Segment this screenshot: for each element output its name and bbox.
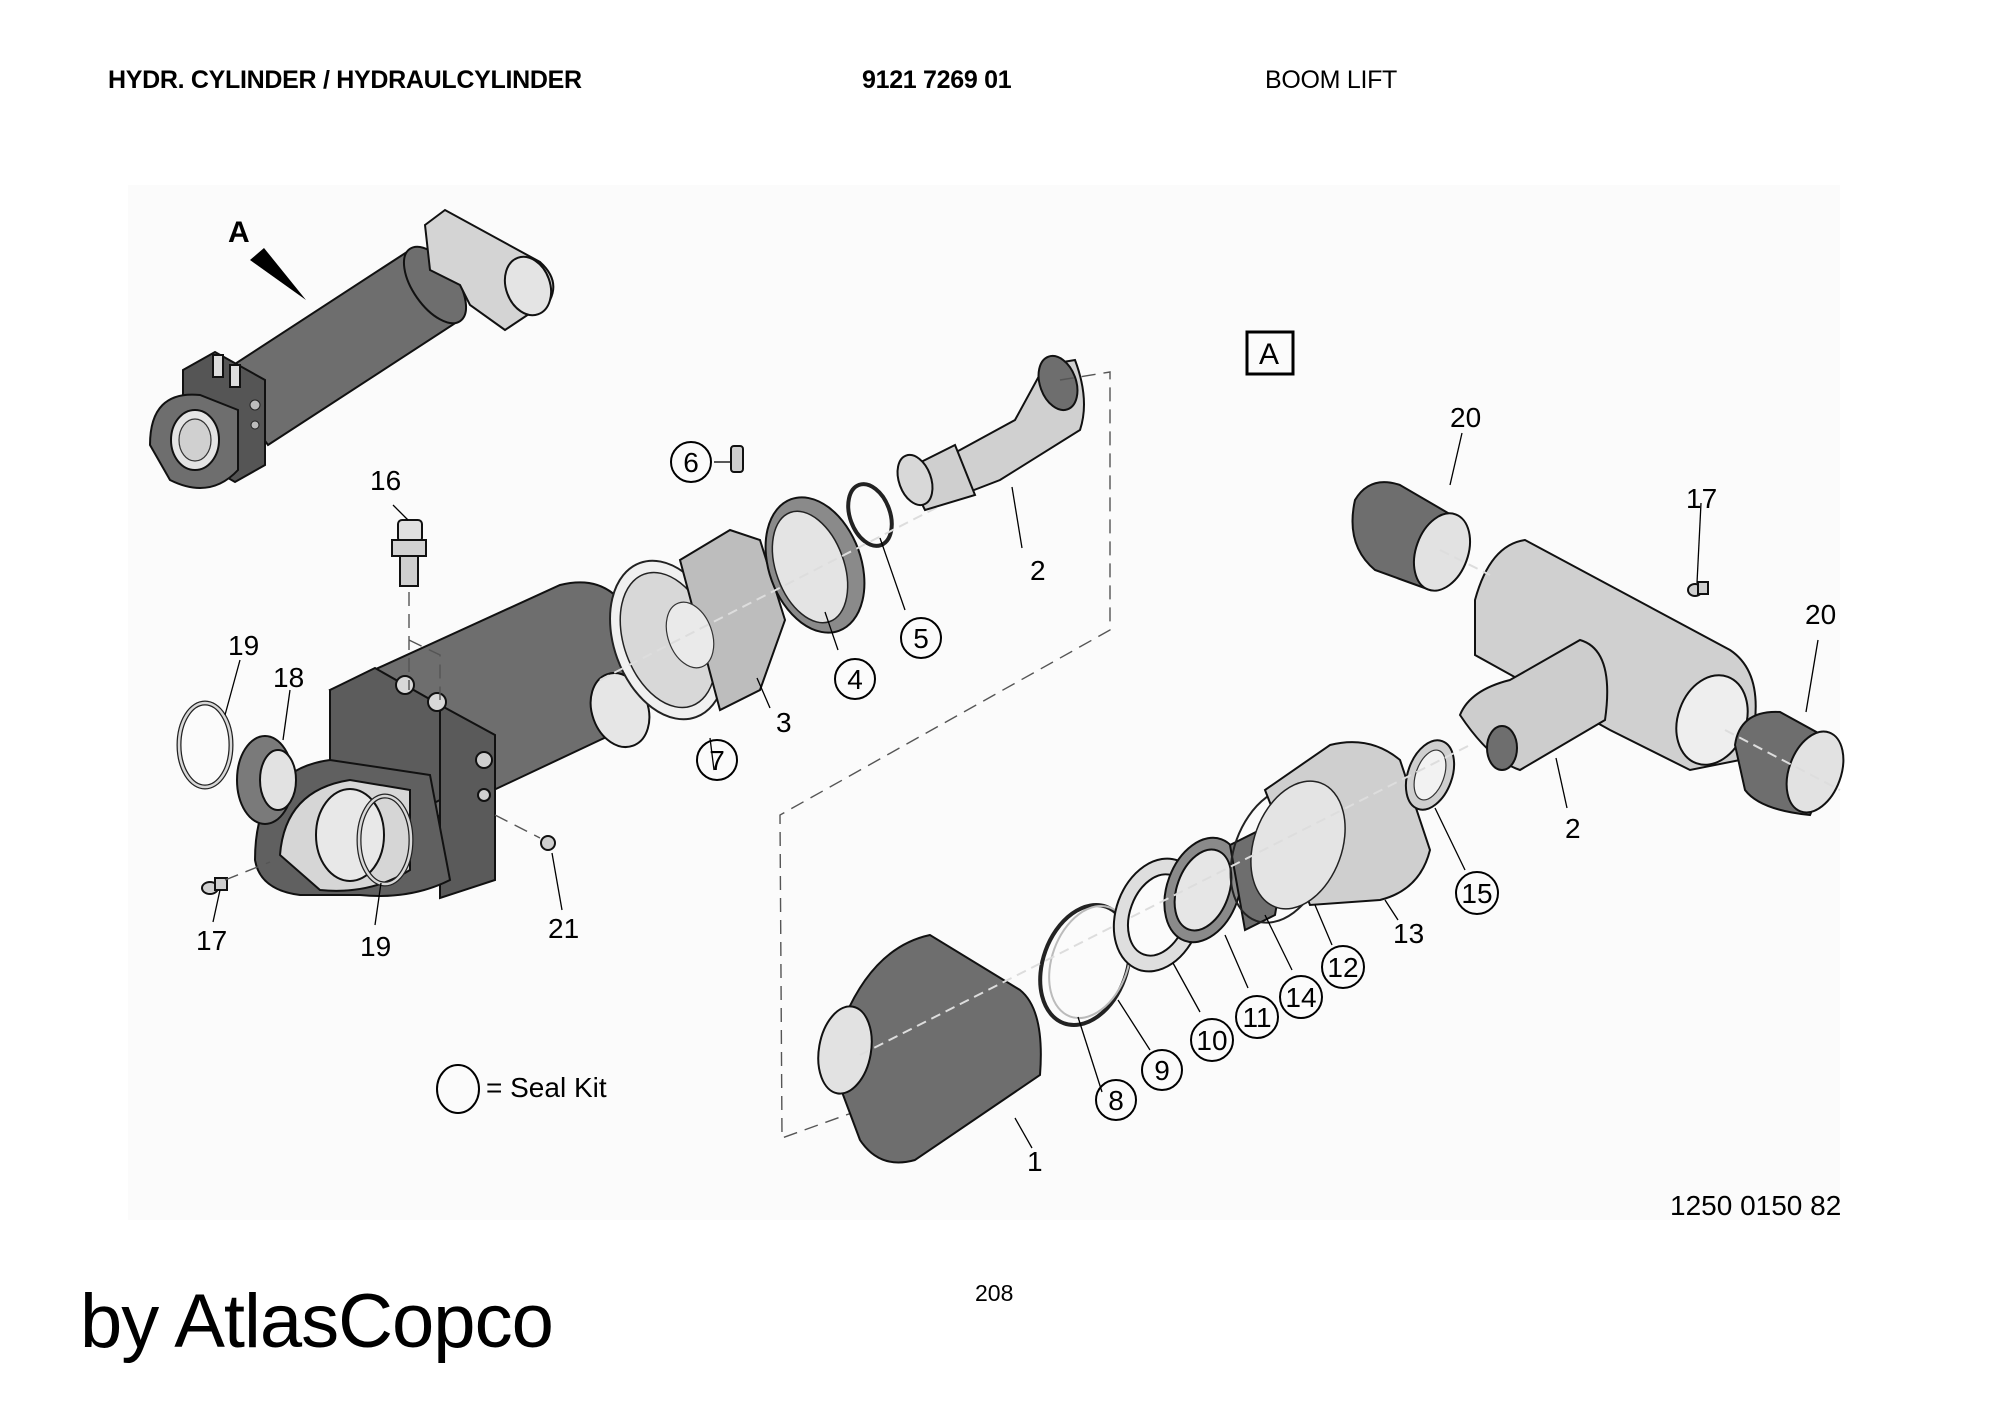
callout-1: 1	[1027, 1146, 1043, 1177]
header-part-number: 9121 7269 01	[862, 66, 1012, 94]
drawing-number: 1250 0150 82	[1670, 1190, 1842, 1221]
callout-17-left: 17	[196, 925, 227, 956]
callout-13: 13	[1393, 918, 1424, 949]
detail-a-box	[1245, 330, 1295, 376]
fitting-16	[391, 519, 427, 587]
svg-text:7: 7	[709, 745, 725, 776]
grease-nipple-17	[201, 877, 228, 895]
rod-end-top	[896, 354, 1085, 512]
callout-20-right: 20	[1805, 599, 1836, 630]
view-arrow-icon	[250, 248, 306, 300]
svg-text:11: 11	[1242, 1002, 1271, 1033]
piston-assembly	[599, 445, 1011, 721]
callout-14: 14	[1279, 975, 1323, 1019]
seal-kit-legend-text: = Seal Kit	[486, 1072, 607, 1103]
callout-15: 15	[1455, 871, 1499, 915]
rod-end-t-body	[1458, 538, 1757, 772]
o-ring-5	[846, 482, 894, 548]
seal-kit-legend-icon	[436, 1064, 480, 1114]
overview-cylinder: A	[148, 208, 555, 489]
view-marker-label: A	[228, 216, 250, 249]
assembly-link-dash	[779, 371, 1111, 1139]
svg-text:14: 14	[1285, 982, 1316, 1013]
svg-text:12: 12	[1327, 952, 1358, 983]
brand-watermark: by AtlasCopco	[80, 1279, 554, 1364]
svg-text:5: 5	[913, 623, 929, 654]
callout-7: 7	[696, 739, 738, 781]
callouts: 16 19 18 17 19 21 3 2 20 17 20 2 13 1 6 …	[196, 402, 1836, 1177]
svg-text:9: 9	[1154, 1055, 1170, 1086]
callout-10: 10	[1190, 1018, 1234, 1062]
callout-3: 3	[776, 707, 792, 738]
callout-12: 12	[1321, 945, 1365, 989]
lower-assembly	[817, 739, 1471, 1164]
callout-17-right: 17	[1686, 483, 1717, 514]
callout-21: 21	[548, 913, 579, 944]
bushing-20-left	[1351, 481, 1472, 592]
callout-16: 16	[370, 465, 401, 496]
detail-a-label: A	[1259, 338, 1279, 371]
callout-8: 8	[1095, 1079, 1137, 1121]
callout-4: 4	[834, 658, 876, 700]
page-number: 208	[975, 1280, 1014, 1306]
callout-19-top: 19	[228, 630, 259, 661]
bushing-20-right	[1733, 710, 1845, 817]
tube-1	[828, 933, 1042, 1164]
svg-text:6: 6	[683, 447, 699, 478]
leader-lines	[212, 432, 1819, 1149]
svg-text:8: 8	[1108, 1085, 1124, 1116]
callout-11: 11	[1235, 995, 1279, 1039]
header-application: BOOM LIFT	[1265, 66, 1398, 94]
detail-a: A	[1245, 330, 1845, 817]
callout-2-top: 2	[1030, 555, 1046, 586]
callout-19-bottom: 19	[360, 931, 391, 962]
set-screw-6	[730, 445, 744, 473]
header-title: HYDR. CYLINDER / HYDRAULCYLINDER	[108, 66, 582, 94]
grease-nipple-17-detail	[1687, 581, 1709, 597]
callout-9: 9	[1141, 1049, 1183, 1091]
callout-2-detail: 2	[1565, 813, 1581, 844]
callout-5: 5	[900, 617, 942, 659]
cylinder-barrel-assembly	[176, 519, 651, 900]
svg-text:4: 4	[847, 664, 863, 695]
callout-18: 18	[273, 662, 304, 693]
callout-20-left: 20	[1450, 402, 1481, 433]
svg-text:15: 15	[1461, 878, 1492, 909]
plug-21	[540, 835, 556, 851]
svg-text:10: 10	[1196, 1025, 1227, 1056]
callout-6: 6	[670, 441, 712, 483]
